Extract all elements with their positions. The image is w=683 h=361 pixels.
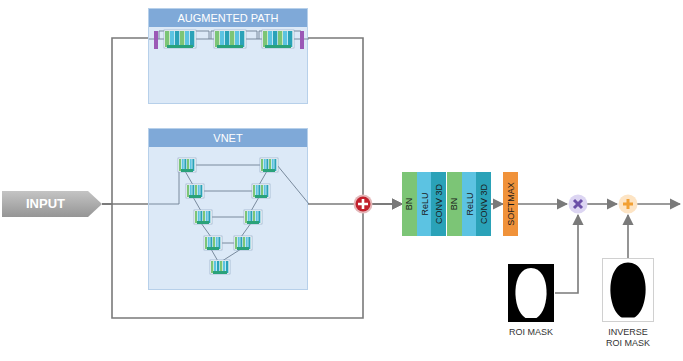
- input-label: INPUT: [26, 191, 65, 217]
- conv-layer: CONV 3D: [431, 172, 446, 236]
- add-symbol: [354, 195, 373, 214]
- mask-image: [508, 264, 554, 322]
- mask-label: INVERSE ROI MASK: [603, 327, 653, 349]
- connector: [102, 38, 148, 204]
- vnet-panel: VNET: [148, 128, 308, 290]
- bn-layer: BN: [402, 172, 417, 236]
- softmax-layer: SOFTMAX: [503, 172, 518, 236]
- connector: [491, 203, 503, 205]
- mask-label: ROI MASK: [501, 327, 561, 338]
- layer-label: SOFTMAX: [506, 182, 516, 226]
- layer-label: CONV 3D: [479, 184, 489, 224]
- relu-layer: ReLU: [462, 172, 476, 236]
- panel-heading: AUGMENTED PATH: [149, 9, 307, 27]
- bn-layer: BN: [447, 172, 462, 236]
- wire: [555, 215, 578, 293]
- add-symbol: [619, 195, 638, 214]
- augmented-panel: AUGMENTED PATH: [148, 8, 308, 104]
- mask-image: [602, 258, 654, 322]
- wire: [587, 203, 617, 205]
- layer-label: CONV 3D: [434, 184, 444, 224]
- conv-layer: CONV 3D: [476, 172, 491, 236]
- wire: [627, 215, 629, 262]
- wire: [637, 203, 680, 205]
- network-illustration: [149, 129, 309, 291]
- layer-label: ReLU: [419, 192, 429, 215]
- roi-mask: ROI MASK: [500, 264, 562, 338]
- panel-heading: VNET: [149, 129, 307, 147]
- inverse-roi-mask: INVERSE ROI MASK: [598, 258, 658, 349]
- connector: [308, 38, 402, 204]
- wire: [518, 203, 567, 205]
- multiply-symbol: [569, 195, 588, 214]
- input-arrow: INPUT: [2, 191, 102, 217]
- layer-label: BN: [449, 198, 459, 211]
- layer-label: ReLU: [464, 192, 474, 215]
- layer-label: BN: [404, 198, 414, 211]
- relu-layer: ReLU: [417, 172, 431, 236]
